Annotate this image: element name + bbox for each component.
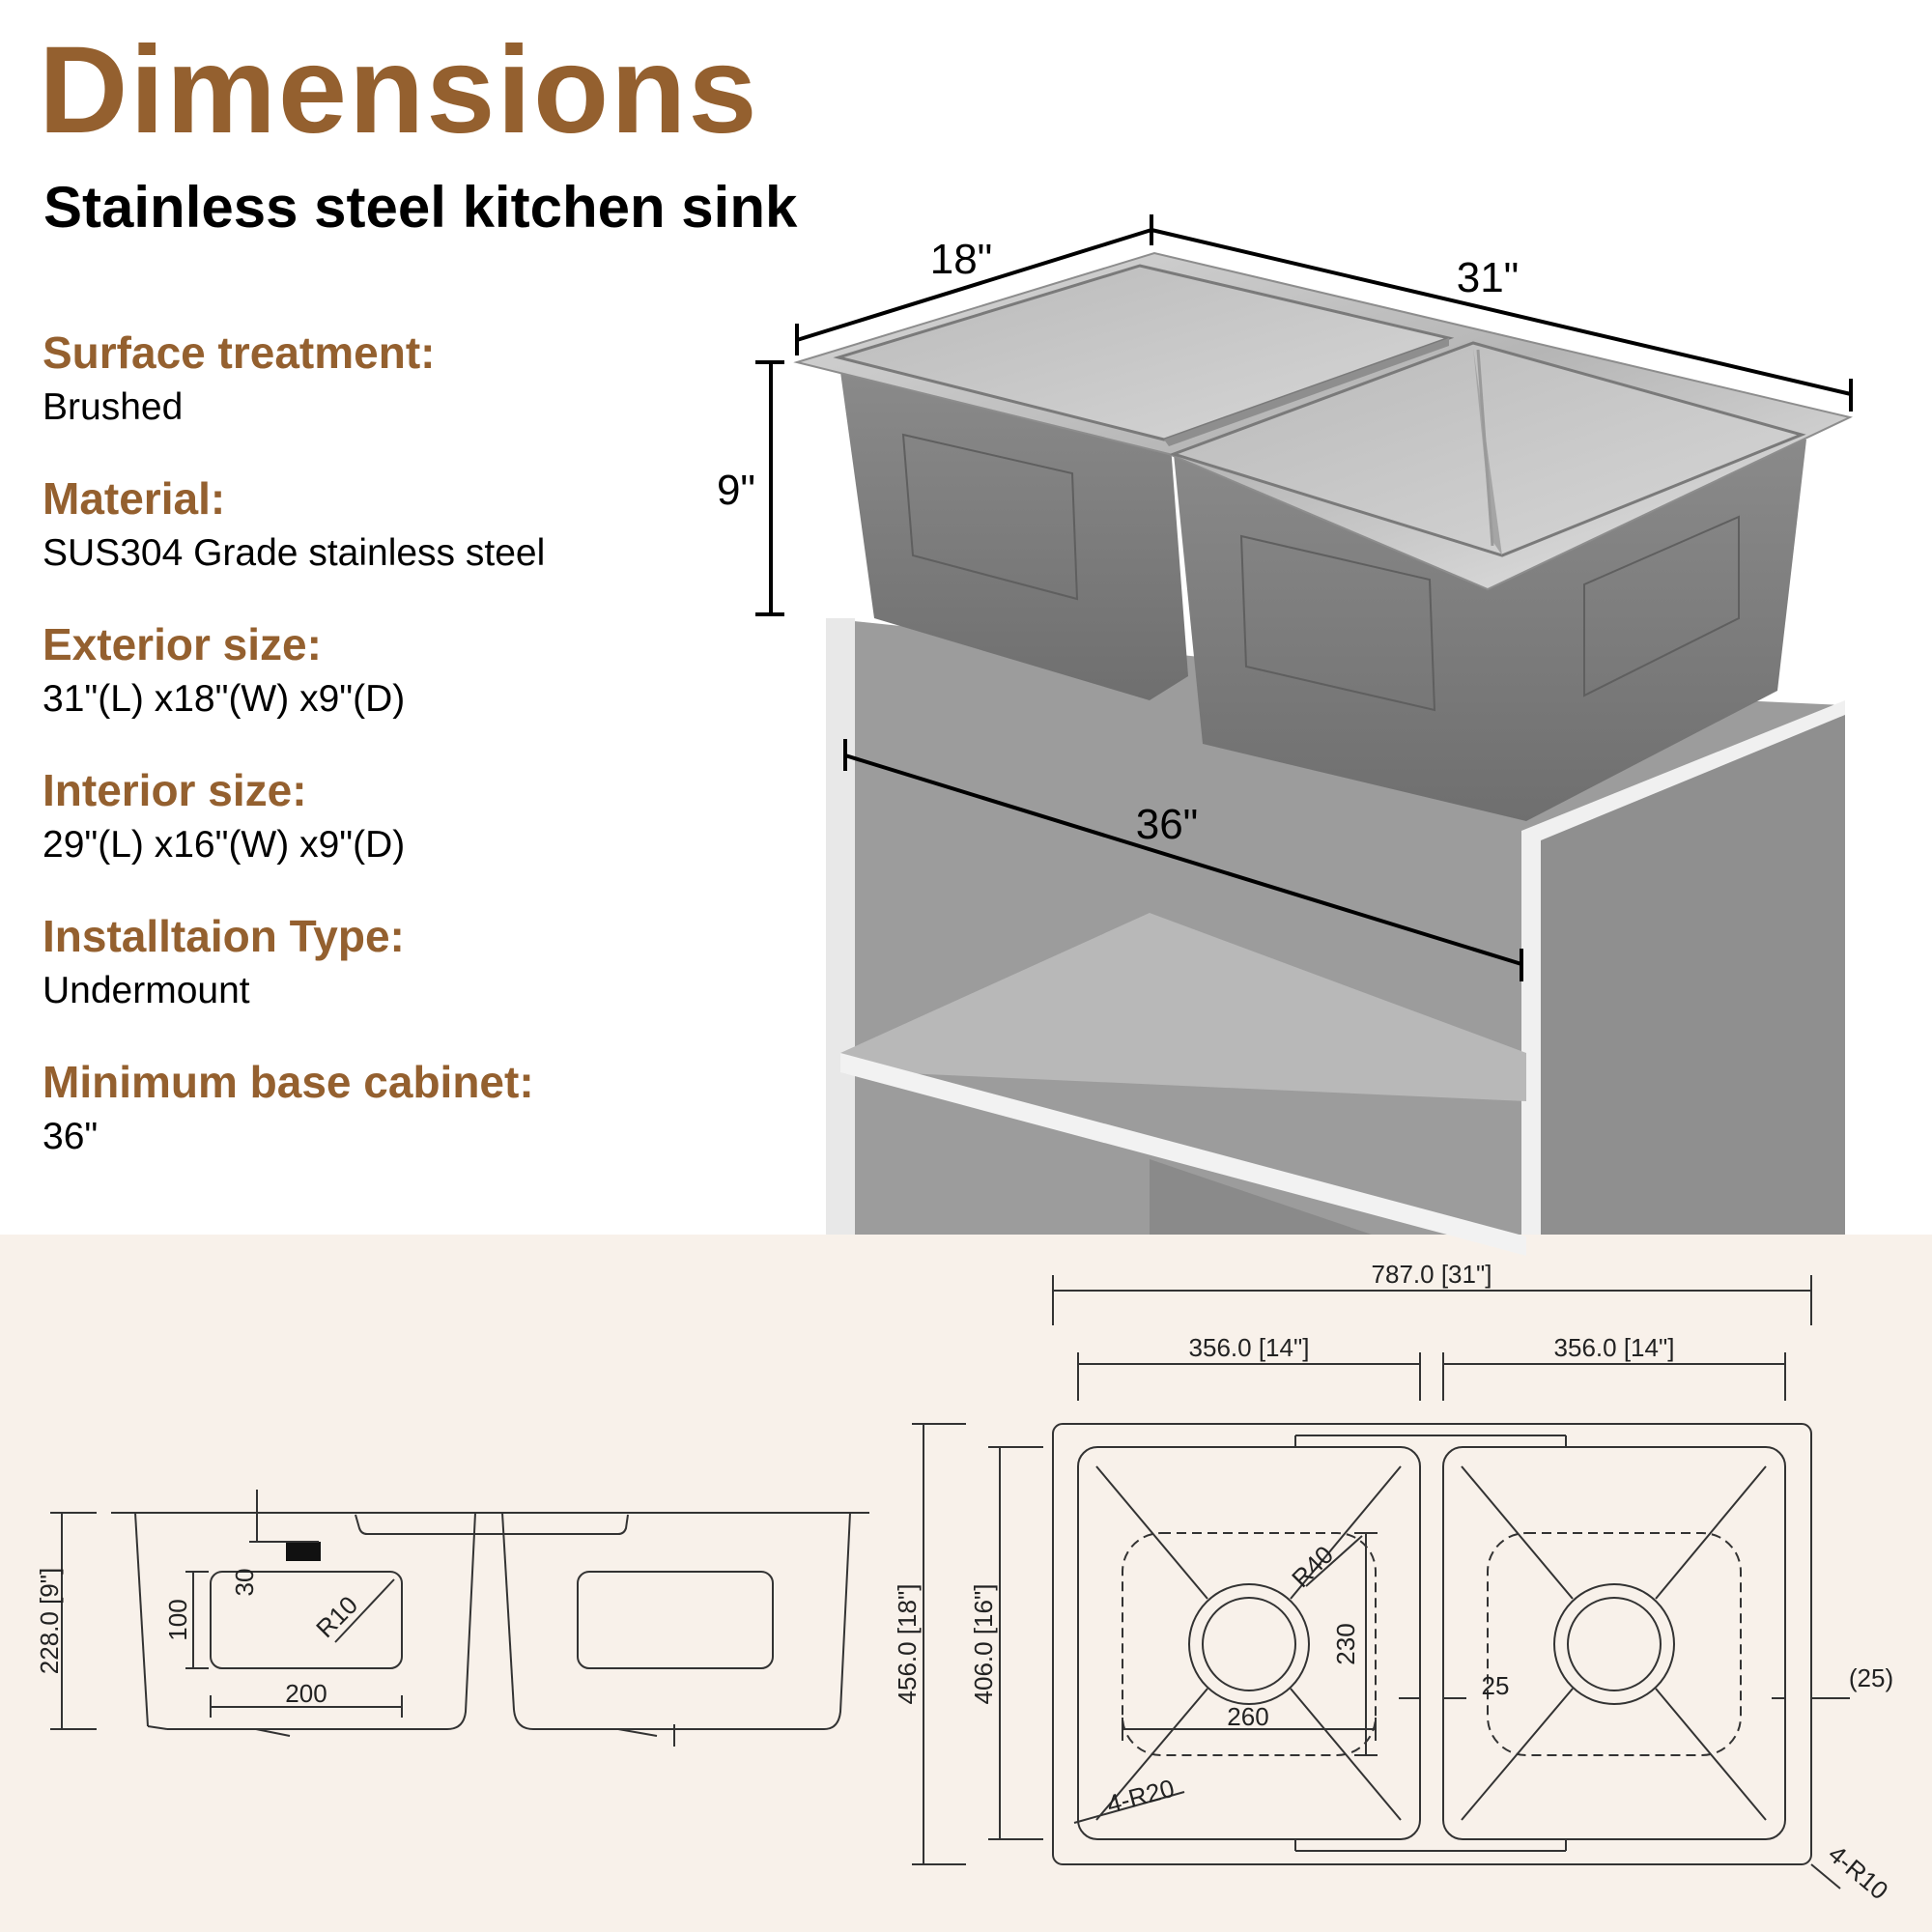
spec-label: Interior size: [43, 765, 307, 815]
spec-surface-treatment: Surface treatment: Brushed [43, 328, 777, 474]
spec-label: Surface treatment: [43, 327, 436, 378]
top-total-width-label: 456.0 [18"] [893, 1584, 922, 1705]
spec-label: Installtaion Type: [43, 911, 405, 961]
top-bowl-corner-label: 4-R20 [1104, 1774, 1178, 1819]
side-view-drawing [111, 1512, 869, 1747]
spec-label: Material: [43, 473, 226, 524]
side-height-label: 228.0 [9"] [35, 1568, 64, 1674]
spec-label: Exterior size: [43, 619, 322, 669]
spec-interior-size: Interior size: 29"(L) x16"(W) x9"(D) [43, 766, 777, 912]
render-length-label: 31" [1457, 254, 1520, 301]
top-divider-label: 25 [1482, 1671, 1510, 1700]
spec-material: Material: SUS304 Grade stainless steel [43, 474, 777, 620]
top-view-dimensions [912, 1275, 1850, 1889]
render-depth-label: 9" [717, 467, 755, 514]
side-panel-width-label: 200 [285, 1679, 327, 1708]
top-area-width-label: 260 [1227, 1702, 1268, 1731]
side-offset-label: 30 [230, 1569, 259, 1597]
side-view-dimensions [50, 1490, 403, 1730]
top-bowl-right-label: 356.0 [14"] [1554, 1333, 1675, 1362]
side-view-marker [286, 1542, 321, 1561]
top-edge-label: (25) [1849, 1663, 1893, 1692]
top-view-drawing [1052, 1423, 1812, 1865]
top-outer-corner-label: 4-R10 [1823, 1839, 1894, 1906]
spec-value: 29"(L) x16"(W) x9"(D) [43, 823, 406, 866]
sink-render [793, 251, 1854, 821]
render-dimension-lines [755, 214, 1853, 981]
spec-value: 31"(L) x18"(W) x9"(D) [43, 677, 406, 720]
spec-list: Surface treatment: Brushed Material: SUS… [43, 328, 777, 1204]
top-area-height-label: 230 [1331, 1623, 1360, 1664]
top-drain-radius-label: R40 [1286, 1540, 1339, 1593]
page-title: Dimensions [39, 21, 759, 159]
drawing-background-band [0, 1235, 1932, 1932]
side-panel-height-label: 100 [163, 1599, 192, 1640]
spec-value: SUS304 Grade stainless steel [43, 531, 546, 574]
spec-label: Minimum base cabinet: [43, 1057, 534, 1107]
render-cabinet-label: 36" [1136, 801, 1199, 848]
top-total-length-label: 787.0 [31"] [1372, 1260, 1492, 1289]
top-bowl-left-label: 356.0 [14"] [1189, 1333, 1310, 1362]
spec-minimum-cabinet: Minimum base cabinet: 36" [43, 1058, 777, 1204]
side-radius-label: R10 [310, 1590, 363, 1643]
render-width-label: 18" [930, 236, 993, 283]
page-subtitle: Stainless steel kitchen sink [43, 175, 798, 240]
spec-exterior-size: Exterior size: 31"(L) x18"(W) x9"(D) [43, 620, 777, 766]
top-inner-width-label: 406.0 [16"] [969, 1584, 998, 1705]
spec-value: Brushed [43, 385, 184, 428]
spec-installation-type: Installtaion Type: Undermount [43, 912, 777, 1058]
spec-value: 36" [43, 1115, 99, 1157]
spec-value: Undermount [43, 969, 250, 1011]
